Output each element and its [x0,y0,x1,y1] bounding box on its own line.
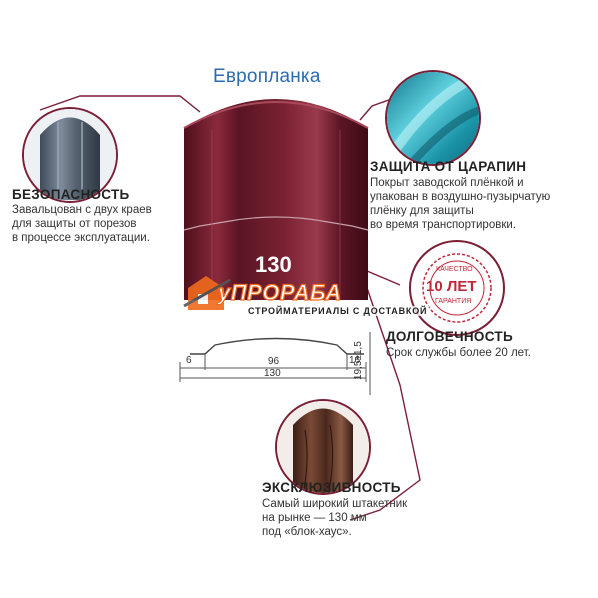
dim-left-edge: 6 [186,355,192,366]
scratch-line: Покрыт заводской плёнкой и [370,177,524,189]
exclusive-line: Самый широкий штакетник [262,498,408,510]
scratch-line: упакован в воздушно-пузырчатую [370,191,551,203]
exclusive-line: под «блок-хаус». [262,526,352,538]
plank-top-edge [183,101,369,129]
scratch-image [385,70,481,166]
plank-body [184,99,368,300]
watermark-tagline: СТРОЙМАТЕРИАЛЫ С ДОСТАВКОЙ [246,306,430,316]
warranty-badge [409,240,505,336]
dim-total: 130 [264,368,281,379]
safety-heading: БЕЗОПАСНОСТЬ [12,187,130,202]
plank-width-label: 130 [255,252,292,277]
dim-right-edge: 16 [349,355,361,366]
scratch-heading: ЗАЩИТА ОТ ЦАРАПИН [370,159,527,174]
plank-profile-line [183,216,369,231]
exclusive-line: на рынке — 130 мм [262,512,367,524]
dim-center: 96 [268,356,280,367]
safety-image [22,107,118,203]
profile-cross-section [179,332,371,395]
exclusive-image [275,399,371,495]
safety-line: в процессе эксплуатации. [12,232,150,244]
scratch-line: плёнку для защиты [370,205,474,217]
page-title: Европланка [213,66,321,87]
durability-line: Срок службы более 20 лет. [386,347,531,359]
durability-heading: ДОЛГОВЕЧНОСТЬ [386,329,513,344]
durability-description: Срок службы более 20 лет. [386,346,531,360]
badge-main-text: 10 ЛЕТ [426,278,477,295]
dim-height: 19,5±1,5 [353,341,364,380]
scratch-description: Покрыт заводской плёнкой и упакован в во… [370,176,550,232]
connector-exclusive [349,281,421,521]
exclusive-heading: ЭКСКЛЮЗИВНОСТЬ [262,480,401,495]
safety-line: для защиты от порезов [12,218,137,230]
plank-illustration [183,99,369,300]
badge-bottom-text: ГАРАНТИЯ [435,298,472,305]
watermark-brand: уПРОРАБА [217,279,342,305]
scratch-line: во время транспортировки. [370,219,516,231]
badge-top-text: КАЧЕСТВО [436,266,473,273]
safety-description: Завальцован с двух краев для защиты от п… [12,203,152,245]
connector-safety [39,95,201,113]
watermark-logo-icon [183,276,231,310]
safety-line: Завальцован с двух краев [12,204,152,216]
exclusive-description: Самый широкий штакетник на рынке — 130 м… [262,497,407,539]
